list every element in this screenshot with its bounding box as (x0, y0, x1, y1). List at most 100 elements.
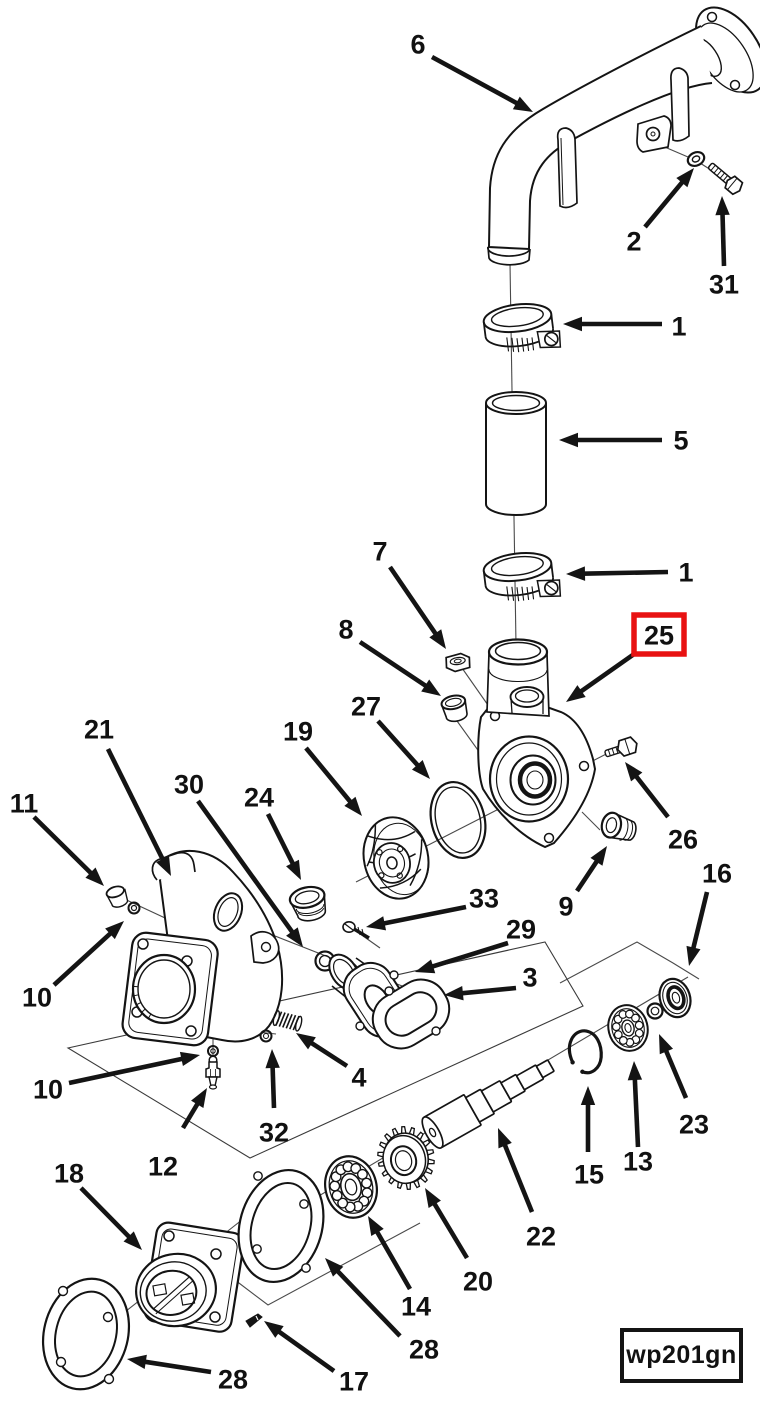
callout-label[interactable]: 17 (339, 1367, 369, 1397)
arrowhead-icon (580, 1086, 596, 1105)
callout-label[interactable]: 30 (174, 770, 204, 800)
diagram-code: wp201gn (626, 1341, 737, 1369)
callout-label[interactable]: 3 (522, 963, 537, 993)
arrow-line (376, 719, 422, 769)
arrow-line (690, 891, 710, 951)
callout-26-9[interactable]: 26 (625, 762, 698, 855)
callout-label[interactable]: 33 (469, 884, 499, 914)
callout-label[interactable]: 18 (54, 1159, 84, 1189)
callout-10-15[interactable]: 10 (22, 921, 124, 1013)
callout-32-24[interactable]: 32 (259, 1049, 289, 1148)
callout-label[interactable]: 10 (22, 983, 52, 1013)
part-plug-11 (105, 885, 129, 908)
callout-label[interactable]: 10 (33, 1075, 63, 1105)
callout-28-26[interactable]: 28 (127, 1354, 248, 1395)
arrow-line (32, 815, 95, 877)
callout-21-13[interactable]: 21 (84, 715, 171, 876)
callout-label[interactable]: 13 (623, 1147, 653, 1177)
arrowhead-icon (625, 762, 643, 782)
part-nut (445, 652, 471, 673)
callout-18-25[interactable]: 18 (54, 1159, 142, 1250)
callout-27-11[interactable]: 27 (351, 692, 430, 779)
callout-28-28[interactable]: 28 (325, 1258, 439, 1365)
callout-22-31[interactable]: 22 (498, 1128, 556, 1252)
callout-label[interactable]: 16 (702, 859, 732, 889)
callout-9-10[interactable]: 9 (558, 846, 607, 922)
flange-bolt-hole (578, 760, 590, 772)
callout-label[interactable]: 12 (148, 1152, 178, 1182)
callout-24-17[interactable]: 24 (244, 783, 301, 880)
callout-20-30[interactable]: 20 (425, 1188, 493, 1297)
callout-12-23[interactable]: 12 (148, 1088, 207, 1182)
callout-label[interactable]: 28 (409, 1335, 439, 1365)
part-seal-16 (658, 977, 692, 1019)
callout-label[interactable]: 21 (84, 715, 114, 745)
callout-5-4[interactable]: 5 (559, 426, 689, 456)
callout-8-7[interactable]: 8 (338, 615, 441, 696)
part-oring-27 (429, 780, 487, 860)
callout-6-0[interactable]: 6 (410, 30, 533, 112)
callout-label[interactable]: 5 (673, 426, 688, 456)
arrow-line (575, 858, 601, 893)
callout-label[interactable]: 26 (668, 825, 698, 855)
callout-label[interactable]: 23 (679, 1110, 709, 1140)
callout-label[interactable]: 1 (671, 312, 686, 342)
callout-label[interactable]: 32 (259, 1118, 289, 1148)
callout-1-5[interactable]: 1 (566, 558, 694, 588)
callout-label[interactable]: 4 (351, 1063, 366, 1093)
callout-11-14[interactable]: 11 (10, 789, 104, 886)
arrow-line (431, 1200, 469, 1260)
callout-label[interactable]: 22 (526, 1222, 556, 1252)
callout-33-18[interactable]: 33 (366, 884, 499, 931)
callout-label[interactable]: 15 (574, 1160, 604, 1190)
callout-4-21[interactable]: 4 (296, 1033, 367, 1093)
callout-label[interactable]: 8 (338, 615, 353, 645)
callout-2-1[interactable]: 2 (626, 168, 694, 257)
callout-label[interactable]: 19 (283, 717, 313, 747)
callout-label[interactable]: 9 (558, 892, 573, 922)
callout-label[interactable]: 25 (644, 621, 674, 651)
part-bearing-housing-18 (135, 1221, 245, 1333)
part-oring-10a (127, 901, 141, 915)
callout-label[interactable]: 27 (351, 692, 381, 722)
callout-label[interactable]: 7 (372, 537, 387, 567)
callout-label[interactable]: 24 (244, 783, 274, 813)
part-oring-23 (646, 1002, 664, 1020)
arrow-line (501, 1141, 535, 1213)
diagram-code-box: wp201gn (620, 1328, 743, 1383)
callout-30-16[interactable]: 30 (174, 770, 303, 947)
callout-25-8[interactable]: 25 (566, 612, 687, 702)
callout-15-32[interactable]: 15 (574, 1086, 604, 1190)
callout-17-27[interactable]: 17 (264, 1321, 369, 1397)
callout-label[interactable]: 28 (218, 1365, 248, 1395)
callout-14-29[interactable]: 14 (368, 1216, 431, 1322)
arrow-line (308, 1039, 349, 1068)
arrow-line (105, 747, 166, 863)
callout-label[interactable]: 2 (626, 227, 641, 257)
callout-label[interactable]: 14 (401, 1292, 431, 1322)
callout-7-6[interactable]: 7 (372, 537, 446, 649)
callout-label[interactable]: 1 (678, 558, 693, 588)
callout-1-3[interactable]: 1 (563, 312, 687, 342)
flange-bolt-hole (543, 832, 555, 844)
callout-label[interactable]: 20 (463, 1267, 493, 1297)
callout-31-2[interactable]: 31 (709, 196, 739, 300)
arrow-line (265, 812, 296, 867)
callout-label[interactable]: 6 (410, 30, 425, 60)
callout-3-20[interactable]: 3 (444, 963, 538, 1001)
callout-label[interactable]: 29 (506, 915, 536, 945)
callout-29-19[interactable]: 29 (415, 915, 536, 974)
callout-16-35[interactable]: 16 (686, 859, 732, 966)
callout-13-33[interactable]: 13 (623, 1061, 653, 1177)
ear-hole (389, 970, 399, 980)
callout-label[interactable]: 11 (10, 789, 39, 819)
callout-10-22[interactable]: 10 (33, 1051, 200, 1105)
callout-19-12[interactable]: 19 (283, 717, 362, 816)
part-oring-32 (259, 1029, 273, 1043)
callout-23-34[interactable]: 23 (659, 1034, 709, 1140)
arrowhead-icon (123, 1231, 142, 1250)
callout-label[interactable]: 31 (709, 270, 739, 300)
arrow-line (196, 799, 296, 936)
